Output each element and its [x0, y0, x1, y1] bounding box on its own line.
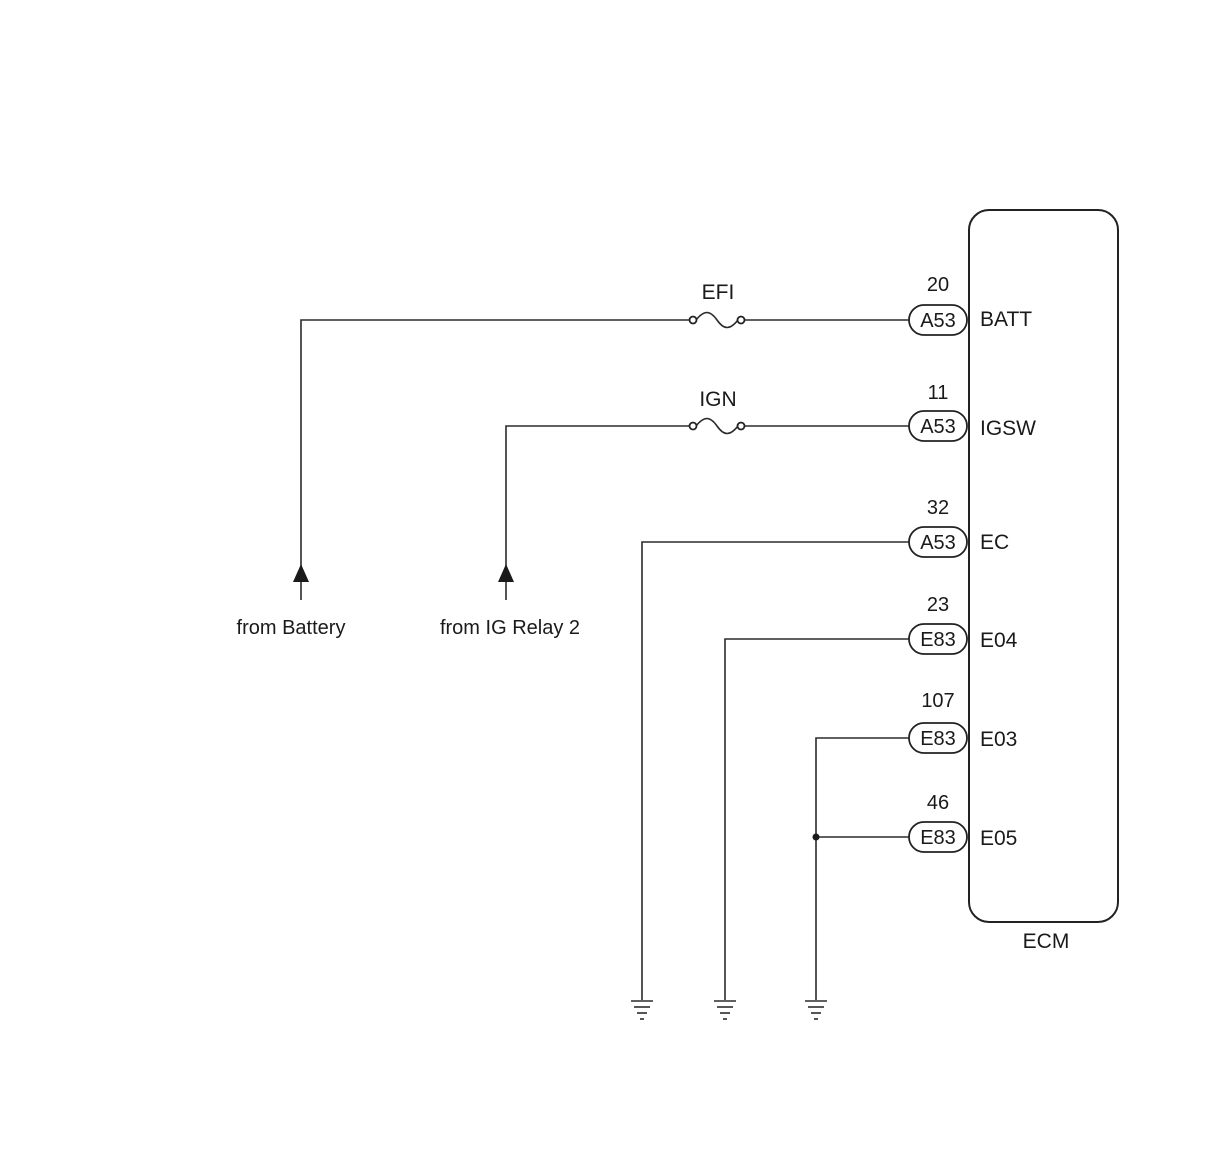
fuse-ign-label: IGN — [699, 388, 736, 411]
circuit-igsw: IGN from IG Relay 2 11 A53 IGSW — [440, 382, 1036, 639]
connector-e05-label: E83 — [920, 827, 956, 849]
connector-ec — [908, 526, 968, 558]
pin-number-e04: 23 — [927, 594, 949, 616]
connector-e04 — [908, 623, 968, 655]
terminal-e05-name: E05 — [980, 827, 1017, 850]
fuse-efi-terminal-right — [736, 315, 746, 325]
arrow-up-icon — [293, 564, 309, 582]
wire-e04 — [724, 638, 909, 1000]
fuse-ign-symbol — [695, 417, 739, 435]
ground-icon — [714, 1000, 736, 1020]
fuse-ign-terminal-left — [688, 421, 698, 431]
connector-igsw — [908, 410, 968, 442]
wire-e03 — [815, 737, 909, 1000]
wire-batt — [300, 319, 909, 600]
fuse-ign-terminal-right — [736, 421, 746, 431]
pin-number-igsw: 11 — [928, 382, 949, 404]
connector-batt-label: A53 — [920, 310, 956, 332]
circuit-e04: 23 E83 E04 — [714, 594, 1018, 1020]
pin-number-e03: 107 — [921, 690, 954, 712]
connector-e03 — [908, 722, 968, 754]
ecm-label: ECM — [1023, 930, 1070, 953]
terminal-e03-name: E03 — [980, 728, 1017, 751]
connector-e05 — [908, 821, 968, 853]
terminal-ec-name: EC — [980, 531, 1009, 554]
terminal-igsw-name: IGSW — [980, 417, 1036, 440]
circuit-batt: EFI from Battery 20 A53 BATT — [237, 274, 1033, 639]
ground-icon — [805, 1000, 827, 1020]
arrow-up-icon — [498, 564, 514, 582]
junction-dot — [812, 833, 820, 841]
pin-number-ec: 32 — [927, 497, 949, 519]
connector-igsw-label: A53 — [920, 416, 956, 438]
connector-e04-label: E83 — [920, 629, 956, 651]
source-battery-label: from Battery — [237, 617, 346, 639]
source-ig-relay-label: from IG Relay 2 — [440, 617, 580, 639]
pin-number-batt: 20 — [927, 274, 949, 296]
terminal-e04-name: E04 — [980, 629, 1018, 652]
wire-igsw — [505, 425, 909, 600]
fuse-efi-label: EFI — [702, 281, 735, 304]
fuse-efi-symbol — [695, 311, 739, 329]
circuit-e03: 107 E83 E03 — [805, 690, 1017, 1020]
terminal-batt-name: BATT — [980, 308, 1032, 331]
fuse-efi-terminal-left — [688, 315, 698, 325]
connector-batt — [908, 304, 968, 336]
circuit-ec: 32 A53 EC — [631, 497, 1009, 1020]
connector-ec-label: A53 — [920, 532, 956, 554]
pin-number-e05: 46 — [927, 792, 949, 814]
ground-icon — [631, 1000, 653, 1020]
ecm-box — [968, 209, 1119, 923]
connector-e03-label: E83 — [920, 728, 956, 750]
circuit-e05: 46 E83 E05 — [812, 792, 1017, 853]
wire-ec — [641, 541, 909, 1000]
